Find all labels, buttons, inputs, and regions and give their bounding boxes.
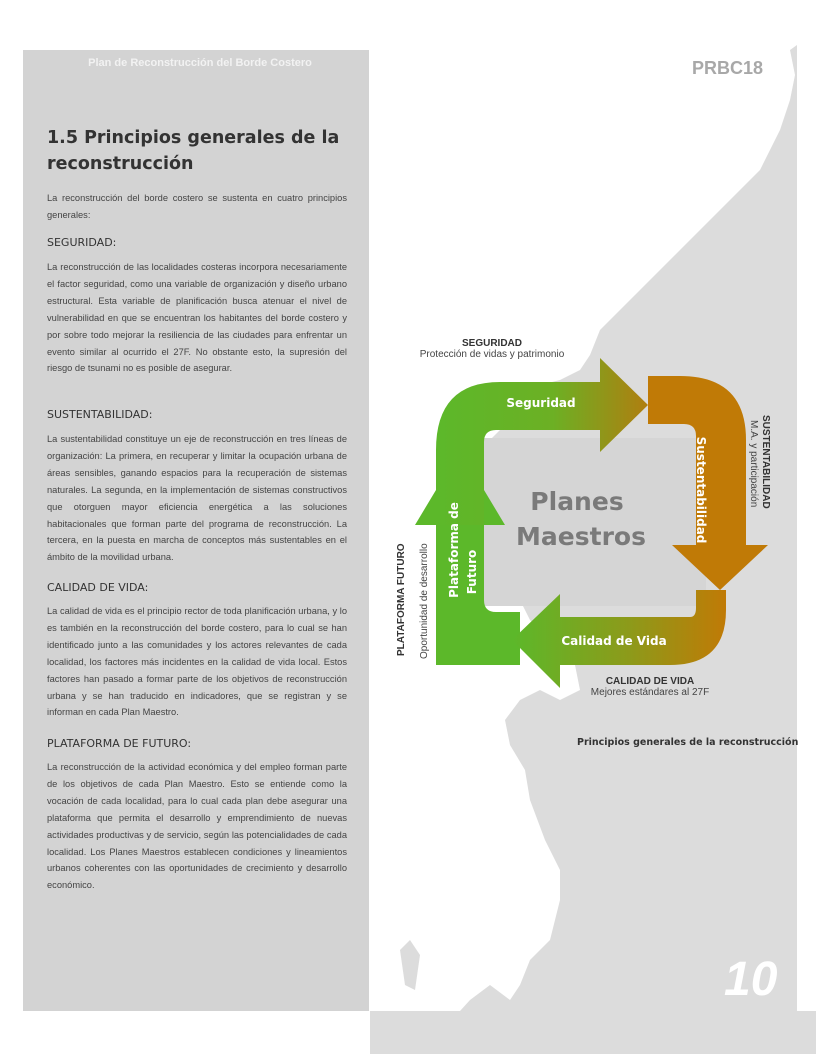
plataforma-heading: PLATAFORMA DE FUTURO: <box>47 737 192 750</box>
calidad-label-sub: Mejores estándares al 27F <box>590 687 710 698</box>
seguridad-label-title: SEGURIDAD <box>461 338 522 349</box>
diagram-caption: Principios generales de la reconstrucció… <box>577 737 799 748</box>
section-title: 1.5 Principios generales de la reconstru… <box>47 128 340 174</box>
document-header-title: Plan de Reconstrucción del Borde Costero <box>88 57 312 69</box>
seguridad-heading: SEGURIDAD: <box>47 236 117 249</box>
calidad-arrow-label: Calidad de Vida <box>561 634 666 648</box>
calidad-label-title: CALIDAD DE VIDA <box>605 676 695 687</box>
calidad-arrow <box>512 590 726 688</box>
document-code: PRBC18 <box>692 58 764 78</box>
seguridad-label-sub: Protección de vidas y patrimonio <box>419 349 565 360</box>
sustentabilidad-paragraph: La sustentabilidad constituye un eje de … <box>47 434 347 563</box>
plataforma-arrow-label-line2: Futuro <box>465 550 479 595</box>
page-number: 10 <box>724 953 778 1006</box>
center-label-line1: Planes <box>530 487 623 516</box>
center-label-line2: Maestros <box>516 522 646 551</box>
text-panel: Plan de Reconstrucción del Borde Costero… <box>23 50 369 1011</box>
seguridad-label: SEGURIDAD Protección de vidas y patrimon… <box>402 338 582 360</box>
intro-paragraph: La reconstrucción del borde costero se s… <box>47 193 347 220</box>
plataforma-label-sub: Oportunidad de desarrollo <box>419 543 430 659</box>
seguridad-arrow <box>436 358 648 525</box>
sustentabilidad-label-sub: M.A. y participación <box>748 420 759 507</box>
plataforma-arrow-label-line1: Plataforma de <box>447 502 461 598</box>
calidad-heading: CALIDAD DE VIDA: <box>47 581 149 594</box>
sustentabilidad-arrow-label: Sustentabilidad <box>694 437 708 544</box>
plataforma-label-title: PLATAFORMA FUTURO <box>396 543 407 656</box>
calidad-label: CALIDAD DE VIDA Mejores estándares al 27… <box>560 676 740 698</box>
seguridad-paragraph: La reconstrucción de las localidades cos… <box>47 262 347 374</box>
center-square <box>482 438 706 606</box>
plataforma-paragraph: La reconstrucción de la actividad económ… <box>47 762 347 891</box>
sustentabilidad-arrow <box>648 376 768 590</box>
calidad-paragraph: La calidad de vida es el principio recto… <box>47 606 347 718</box>
seguridad-arrow-label: Seguridad <box>506 396 575 410</box>
sustentabilidad-label-title: SUSTENTABILIDAD <box>760 415 771 509</box>
sustentabilidad-heading: SUSTENTABILIDAD: <box>47 408 153 421</box>
